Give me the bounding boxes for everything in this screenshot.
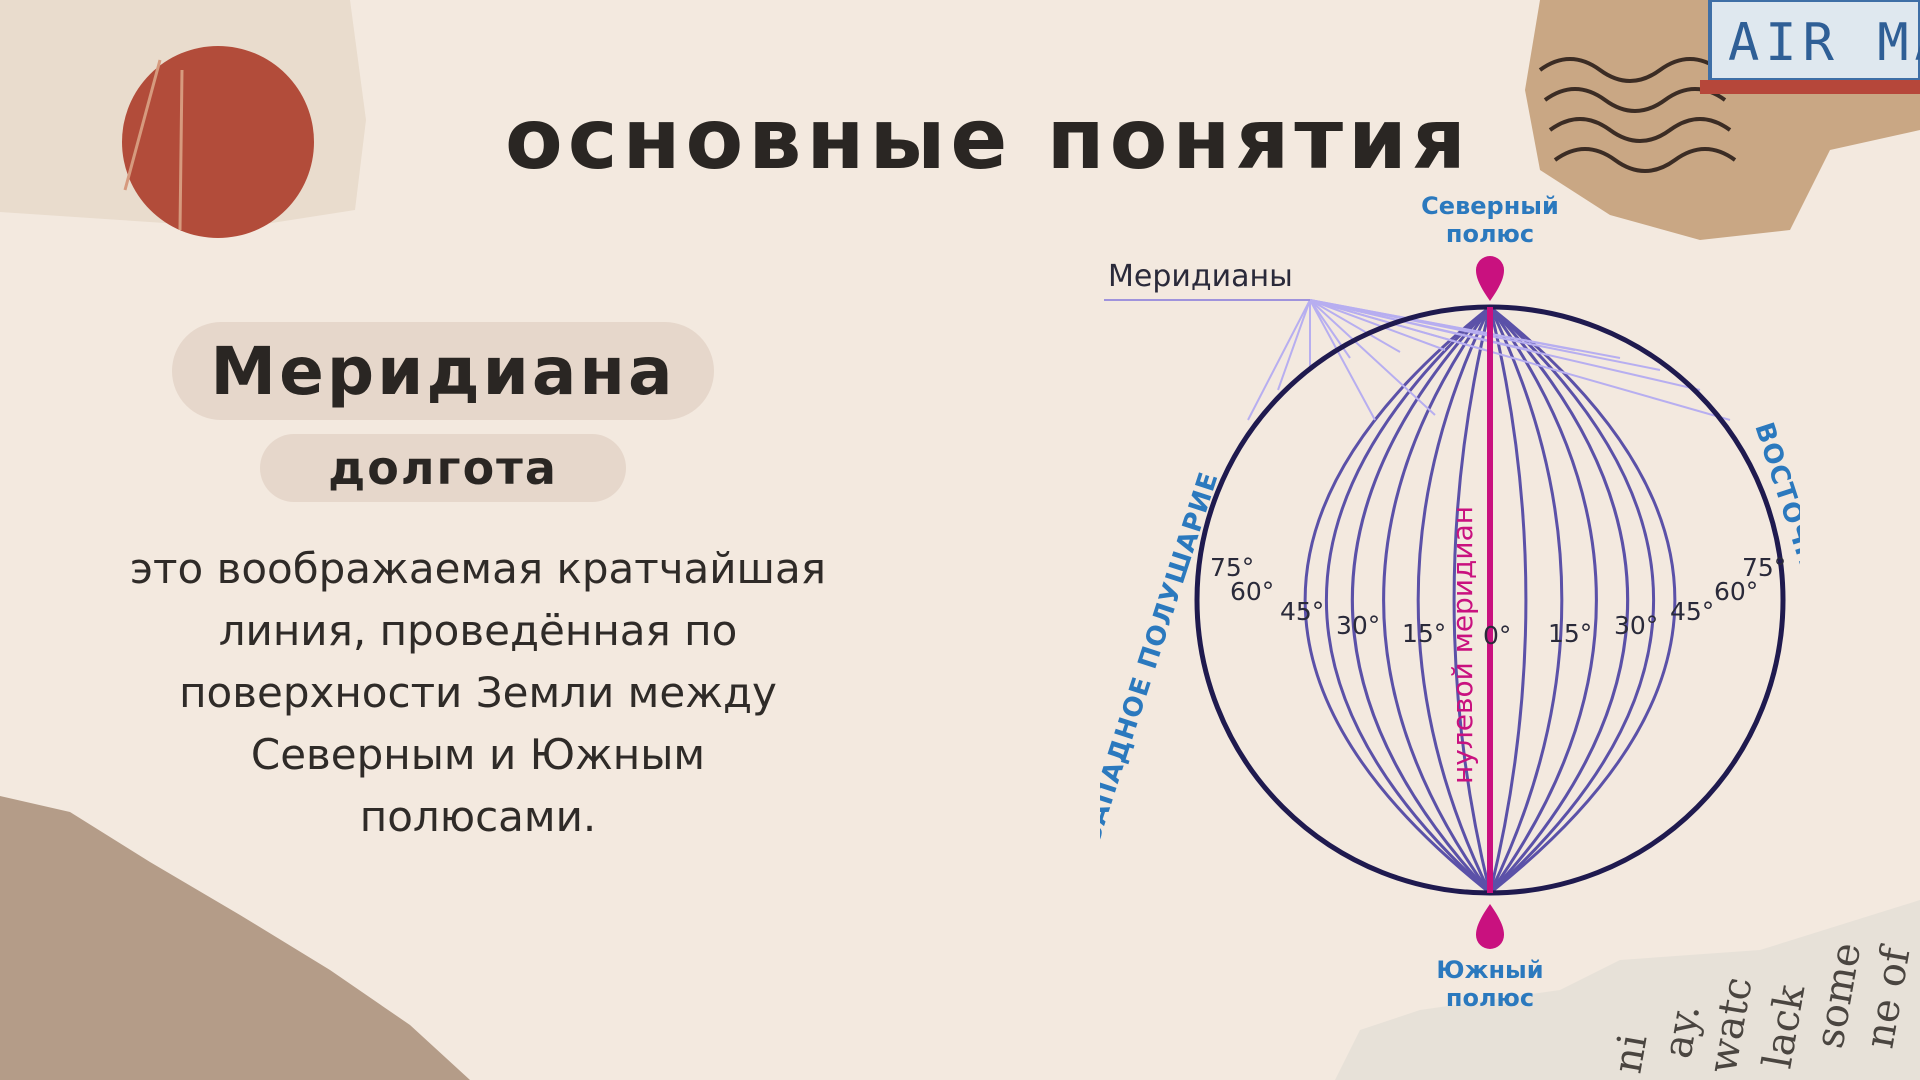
newspaper-fragment-5: ay. — [1655, 1001, 1710, 1062]
meridian-pointer — [1309, 299, 1436, 416]
south-pole-label-line1: Южный — [1436, 956, 1543, 984]
meridian-pointer — [1277, 299, 1311, 391]
north-pole-label-line1: Северный — [1421, 192, 1559, 220]
subterm-label: долгота — [328, 441, 558, 495]
meridian-curve — [1382, 306, 1492, 894]
meridian-curve — [1488, 305, 1630, 895]
meridian-curve — [1488, 306, 1598, 894]
torn-paper-bottom-left — [0, 796, 470, 1080]
western-hemisphere-label: ЗАПАДНОЕ ПОЛУШАРИЕ — [1100, 468, 1225, 847]
meridian-pointer — [1309, 299, 1446, 351]
meridian-curve — [1488, 305, 1656, 895]
north-pole-marker — [1476, 256, 1504, 301]
degree-label-w30: 30° — [1336, 611, 1380, 640]
definition-line: это воображаемая кратчайшая — [130, 544, 826, 593]
meridian-pointer — [1309, 299, 1661, 371]
degree-label-e30: 30° — [1614, 611, 1658, 640]
slide-title: основные понятия — [505, 90, 1471, 188]
newspaper-scrap — [1335, 900, 1920, 1080]
degree-label-w60: 60° — [1230, 577, 1274, 606]
degree-label-w75: 75° — [1210, 553, 1254, 582]
meridian-pointer — [1247, 299, 1311, 421]
south-pole-marker — [1476, 904, 1504, 949]
definition-line: полюсами. — [359, 792, 597, 841]
decor-red-circle — [122, 46, 314, 238]
degree-label-0: 0° — [1483, 621, 1511, 650]
term-heading: Меридиана — [210, 332, 676, 410]
subterm-pill-background — [260, 434, 626, 502]
meridian-curve — [1303, 305, 1491, 895]
meridian-curve — [1452, 306, 1492, 894]
meridian-pointer — [1309, 299, 1731, 421]
meridians-label: Меридианы — [1108, 259, 1293, 294]
meridian-curve — [1416, 306, 1492, 894]
postmark-waves — [1538, 57, 1737, 173]
degree-label-w45: 45° — [1280, 597, 1324, 626]
decor-circle-scratch — [123, 59, 184, 231]
term-pill-background — [172, 322, 714, 420]
airmail-stripe — [1700, 80, 1920, 94]
south-pole-label-line2: полюс — [1446, 984, 1534, 1012]
meridian-pointer — [1309, 299, 1401, 353]
definition-line: Северным и Южным — [250, 730, 706, 779]
definition-text: это воображаемая кратчайшая линия, прове… — [78, 538, 878, 848]
meridian-curve — [1488, 306, 1528, 894]
degree-label-e60: 60° — [1714, 577, 1758, 606]
meridian-lines — [1303, 305, 1677, 895]
definition-line: линия, проведённая по — [218, 606, 738, 655]
stamp-text: AIR MA — [1728, 13, 1920, 73]
meridian-curve — [1489, 305, 1677, 895]
degree-labels: 75° 60° 45° 30° 15° 0° 15° 30° 45° 60° 7… — [1210, 553, 1786, 650]
north-pole-label-line2: полюс — [1446, 220, 1534, 248]
degree-label-e75: 75° — [1742, 553, 1786, 582]
definition-line: поверхности Земли между — [179, 668, 777, 717]
degree-label-w15: 15° — [1402, 619, 1446, 648]
globe-meridians-diagram: Северный полюс Южный полюс Меридианы ЗАП… — [1100, 192, 1800, 1012]
newspaper-fragment-6: ni — [1605, 1031, 1657, 1077]
meridian-pointer-lines — [1247, 299, 1731, 421]
meridian-curve — [1488, 306, 1564, 894]
meridian-pointer — [1309, 299, 1376, 421]
degree-label-e15: 15° — [1548, 619, 1592, 648]
prime-meridian-label: нулевой меридиан — [1446, 506, 1479, 784]
meridian-pointer — [1309, 299, 1701, 391]
degree-label-e45: 45° — [1670, 597, 1714, 626]
meridian-curve — [1350, 305, 1492, 895]
